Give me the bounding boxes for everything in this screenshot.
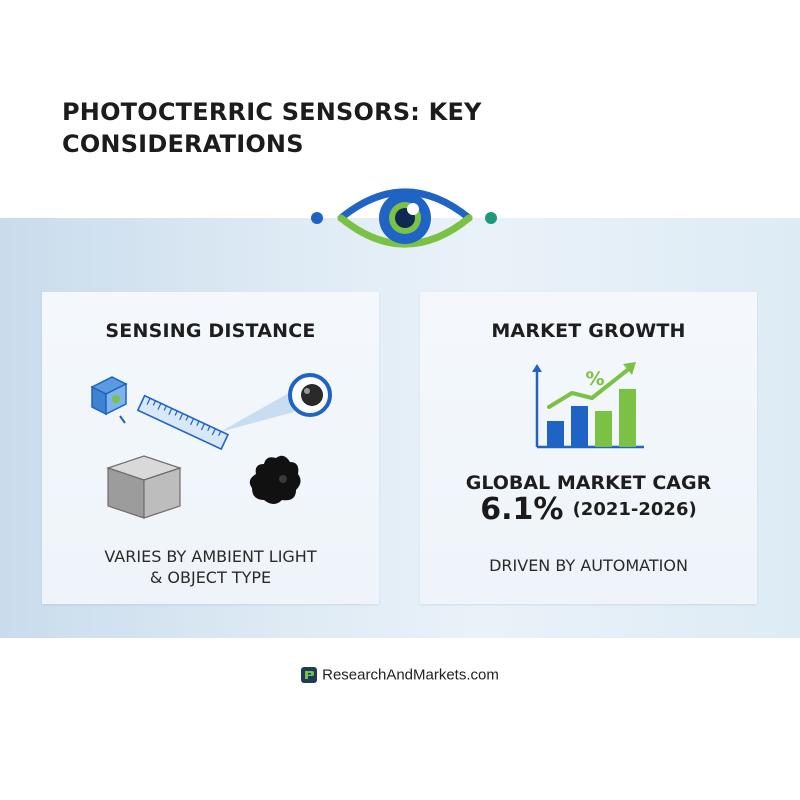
lens-icon — [288, 373, 332, 417]
sensing-distance-panel: SENSING DISTANCE — [42, 292, 379, 604]
percent-symbol: % — [585, 368, 604, 390]
sensing-illustration — [90, 373, 332, 519]
research-and-markets-logo-icon — [301, 667, 318, 684]
description-line-2: & OBJECT TYPE — [149, 568, 272, 587]
light-beam — [220, 390, 294, 432]
eye-header — [305, 180, 505, 260]
market-growth-description: DRIVEN BY AUTOMATION — [489, 556, 688, 575]
cagr-row: 6.1% (2021-2026) — [420, 492, 757, 527]
sensing-distance-title: SENSING DISTANCE — [105, 320, 316, 342]
sensing-distance-description: VARIES BY AMBIENT LIGHT & OBJECT TYPE — [42, 546, 379, 588]
description-line-1: VARIES BY AMBIENT LIGHT — [104, 547, 317, 566]
cagr-value: 6.1% — [480, 492, 564, 527]
growth-bar-chart-icon: % — [532, 362, 644, 449]
eye-icon — [311, 188, 497, 248]
market-growth-panel: MARKET GROWTH % GLOBAL MARKET CAGR 6.1% … — [420, 292, 757, 604]
market-growth-title: MARKET GROWTH — [491, 320, 686, 342]
sensor-box-icon — [90, 376, 128, 424]
cagr-label: GLOBAL MARKET CAGR — [465, 472, 712, 494]
cagr-period: (2021-2026) — [572, 499, 697, 520]
dark-object-icon — [249, 455, 301, 504]
page-title: PHOTOCTERRIC SENSORS: KEY CONSIDERATIONS — [62, 98, 482, 158]
metal-cube-icon — [106, 455, 182, 519]
footer-brand-text: ResearchAndMarkets.com — [322, 666, 499, 684]
ruler-icon — [136, 394, 230, 451]
footer-brand: ResearchAndMarkets.com — [0, 666, 800, 684]
